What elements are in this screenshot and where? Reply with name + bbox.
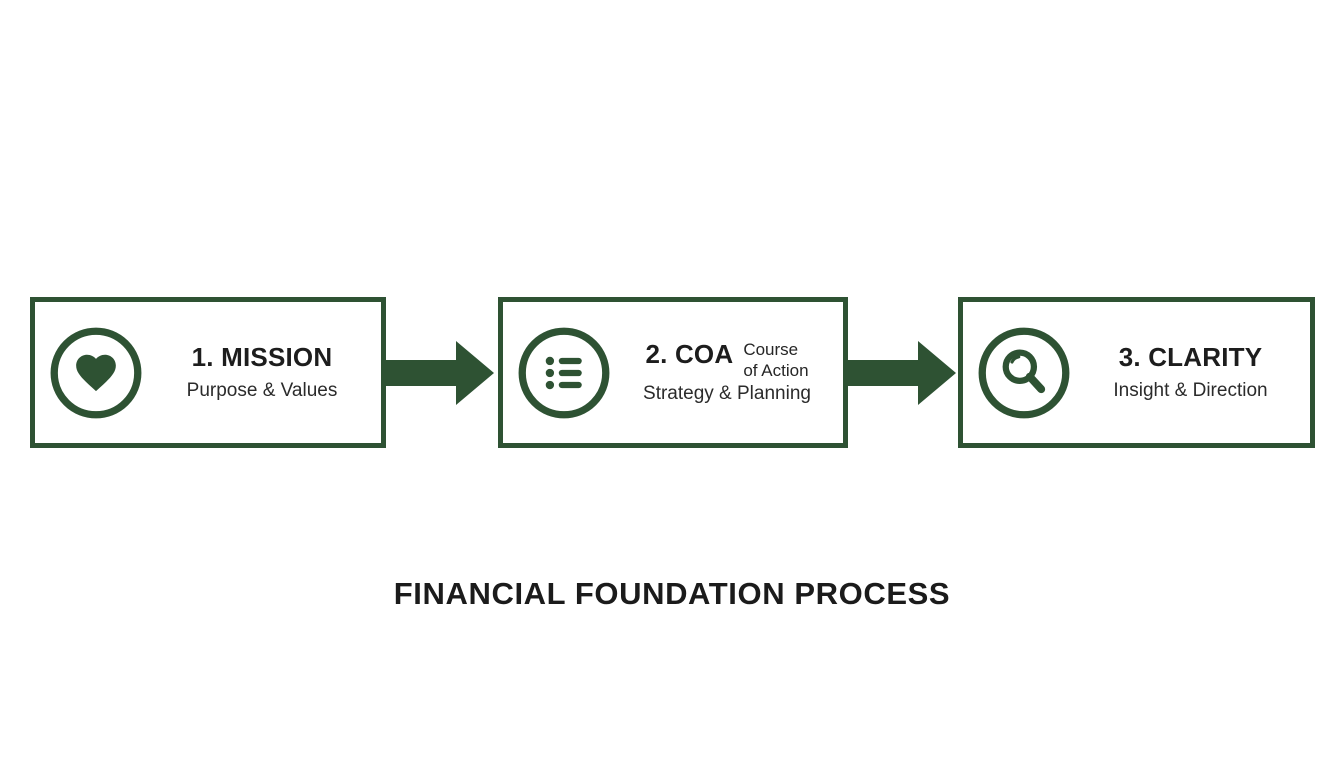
heart-icon (49, 326, 143, 420)
diagram-title: FINANCIAL FOUNDATION PROCESS (393, 576, 951, 611)
step-subtitle: Purpose & Values (186, 379, 338, 401)
list-icon (517, 326, 611, 420)
step-text-mission: 1. MISSION Purpose & Values (181, 343, 344, 402)
step-heading: 1. MISSION (191, 342, 333, 373)
step-box-clarity: 3. CLARITY Insight & Direction (958, 297, 1315, 448)
step-note-line2: of Action (743, 360, 809, 380)
step-box-mission: 1. MISSION Purpose & Values (30, 297, 386, 448)
step-note: Course of Action (743, 340, 808, 380)
step-subtitle: Strategy & Planning (643, 382, 811, 404)
arrow-right-icon (846, 341, 956, 405)
step-heading: 2. COA (645, 339, 734, 370)
step-text-coa: 2. COA Course of Action Strategy & Plann… (637, 340, 817, 404)
arrow-right-icon (384, 341, 494, 405)
step-heading: 3. CLARITY (1118, 342, 1263, 373)
step-text-clarity: 3. CLARITY Insight & Direction (1107, 343, 1273, 402)
step-box-coa: 2. COA Course of Action Strategy & Plann… (498, 297, 848, 448)
step-note-line1: Course (743, 340, 799, 360)
search-icon (977, 326, 1071, 420)
step-subtitle: Insight & Direction (1113, 379, 1268, 401)
